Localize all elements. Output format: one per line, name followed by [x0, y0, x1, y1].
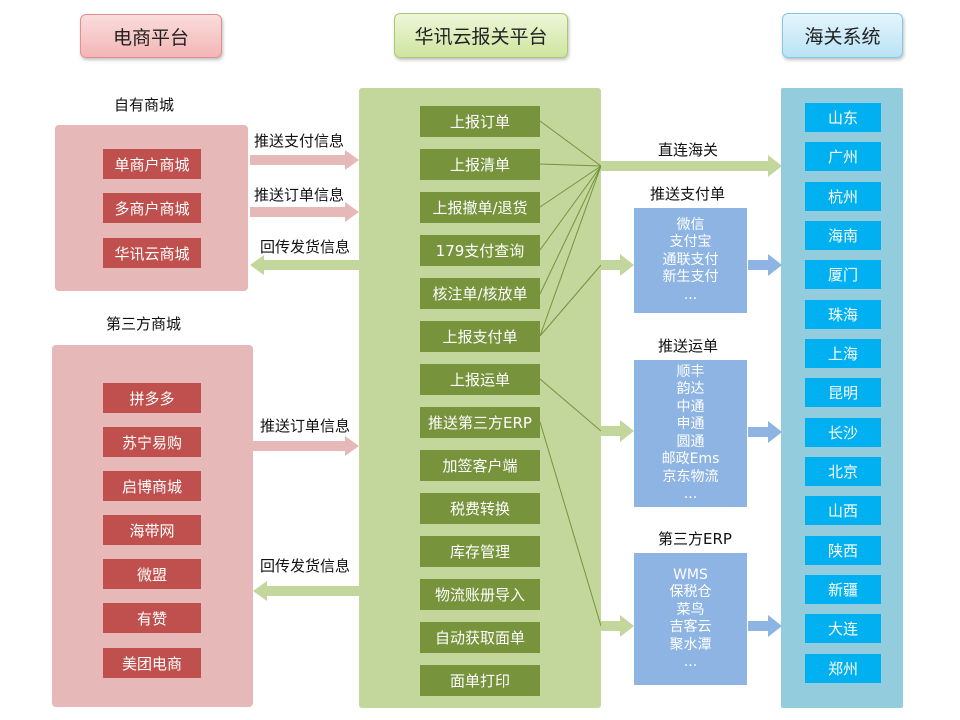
- customs-region: 郑州: [805, 654, 881, 683]
- payment-box-title: 推送支付单: [650, 185, 726, 203]
- erp-item: WMS: [673, 566, 708, 583]
- own-mall-item: 多商户商城: [103, 193, 201, 223]
- waybill-item: 顺丰: [676, 363, 705, 380]
- cloud-function-button: 上报订单: [420, 106, 540, 137]
- cloud-platform-panel: 上报订单 上报清单 上报撤单/退货 179支付查询 核注单/核放单 上报支付单 …: [359, 88, 601, 708]
- third-party-mall-item: 苏宁易购: [103, 427, 201, 457]
- cloud-function-button: 核注单/核放单: [420, 278, 540, 309]
- cloud-function-button: 上报运单: [420, 364, 540, 395]
- push-payment-label: 推送支付信息: [254, 132, 345, 150]
- own-mall-label: 自有商城: [114, 96, 175, 114]
- waybill-item: 圆通: [676, 433, 705, 450]
- customs-region: 长沙: [805, 418, 881, 447]
- waybill-item: 申通: [676, 416, 705, 432]
- erp-box-title: 第三方ERP: [658, 530, 732, 548]
- customs-region: 海南: [805, 221, 881, 250]
- waybill-item: 邮政Ems: [661, 451, 720, 467]
- push-order-label-2: 推送订单信息: [260, 417, 351, 435]
- payment-item: 微信: [676, 216, 705, 233]
- cloud-function-button: 税费转换: [420, 493, 540, 524]
- to-waybill-box-arrow: [601, 420, 634, 442]
- cloud-function-button: 自动获取面单: [420, 622, 540, 653]
- return-ship-label-1: 回传发货信息: [260, 238, 351, 256]
- erp-to-customs-arrow: [748, 615, 782, 637]
- payment-item: ...: [683, 286, 698, 303]
- own-mall-item: 单商户商城: [103, 149, 201, 179]
- cloud-function-button: 物流账册导入: [420, 579, 540, 610]
- own-mall-item: 华讯云商城: [103, 238, 201, 268]
- third-party-mall-panel: 拼多多 苏宁易购 启博商城 海带网 微盟 有赞 美团电商: [52, 345, 253, 707]
- customs-region: 大连: [805, 614, 881, 643]
- direct-customs-arrow: [601, 155, 782, 177]
- return-ship-arrow-1: [250, 255, 359, 275]
- payment-item: 支付宝: [669, 234, 712, 251]
- payment-connector-line: [539, 264, 602, 337]
- waybill-item: 中通: [676, 398, 705, 415]
- customs-region: 杭州: [805, 182, 881, 211]
- direct-customs-label: 直连海关: [658, 141, 719, 159]
- third-party-mall-item: 启博商城: [103, 471, 201, 501]
- waybill-box-title: 推送运单: [658, 337, 719, 355]
- customs-region: 广州: [805, 142, 881, 171]
- erp-item: ...: [683, 654, 698, 670]
- third-party-mall-item: 微盟: [103, 559, 201, 589]
- to-payment-box-arrow: [601, 254, 634, 276]
- erp-item: 保税仓: [669, 584, 712, 600]
- to-erp-box-arrow: [601, 615, 634, 637]
- erp-box: WMS 保税仓 菜鸟 吉客云 聚水潭 ...: [634, 553, 747, 685]
- customs-region: 昆明: [805, 378, 881, 407]
- cloud-function-button: 库存管理: [420, 536, 540, 567]
- cloud-function-button: 推送第三方ERP: [420, 407, 540, 438]
- customs-region: 山东: [805, 103, 881, 132]
- direct-customs-fan-lines: [539, 120, 602, 337]
- return-ship-label-2: 回传发货信息: [260, 557, 351, 575]
- waybill-to-customs-arrow: [748, 421, 782, 443]
- waybill-box: 顺丰 韵达 中通 申通 圆通 邮政Ems 京东物流 ...: [634, 360, 747, 507]
- cloud-function-button: 上报清单: [420, 149, 540, 180]
- customs-region: 厦门: [805, 260, 881, 289]
- cloud-function-button: 上报撤单/退货: [420, 192, 540, 223]
- customs-regions-panel: 山东 广州 杭州 海南 厦门 珠海 上海 昆明 长沙 北京 山西 陕西 新疆 大…: [781, 88, 903, 708]
- erp-item: 菜鸟: [676, 601, 705, 618]
- cloud-platform-header: 华讯云报关平台: [394, 13, 568, 58]
- third-party-mall-item: 海带网: [103, 515, 201, 545]
- customs-region: 陕西: [805, 536, 881, 565]
- waybill-item: 韵达: [676, 381, 705, 397]
- payment-box: 微信 支付宝 通联支付 新生支付 ...: [634, 208, 747, 313]
- customs-system-header: 海关系统: [782, 13, 903, 58]
- waybill-item: 京东物流: [662, 468, 719, 485]
- customs-region: 北京: [805, 457, 881, 486]
- erp-connector-line: [539, 421, 602, 627]
- customs-region: 山西: [805, 496, 881, 525]
- cloud-function-button: 上报支付单: [420, 321, 540, 352]
- cloud-function-button: 加签客户端: [420, 450, 540, 481]
- cloud-function-button: 179支付查询: [420, 235, 540, 266]
- erp-item: 吉客云: [669, 619, 712, 635]
- third-party-mall-label: 第三方商城: [106, 315, 182, 333]
- ecommerce-platform-header: 电商平台: [80, 14, 222, 58]
- waybill-item: ...: [683, 486, 698, 502]
- push-payment-arrow: [250, 150, 359, 170]
- payment-item: 新生支付: [662, 269, 719, 286]
- customs-region: 上海: [805, 339, 881, 368]
- cloud-function-button: 面单打印: [420, 665, 540, 696]
- waybill-connector-line: [539, 378, 602, 432]
- third-party-mall-item: 有赞: [103, 603, 201, 633]
- own-mall-panel: 单商户商城 多商户商城 华讯云商城: [55, 125, 248, 291]
- third-party-mall-item: 美团电商: [103, 648, 201, 678]
- push-order-arrow-1: [250, 202, 359, 222]
- payment-to-customs-arrow: [748, 254, 782, 276]
- erp-item: 聚水潭: [669, 636, 712, 653]
- push-order-arrow-2: [253, 436, 359, 456]
- return-ship-arrow-2: [253, 581, 359, 601]
- customs-region: 珠海: [805, 300, 881, 329]
- third-party-mall-item: 拼多多: [103, 383, 201, 413]
- customs-region: 新疆: [805, 575, 881, 604]
- push-order-label-1: 推送订单信息: [254, 186, 345, 204]
- payment-item: 通联支付: [662, 251, 719, 268]
